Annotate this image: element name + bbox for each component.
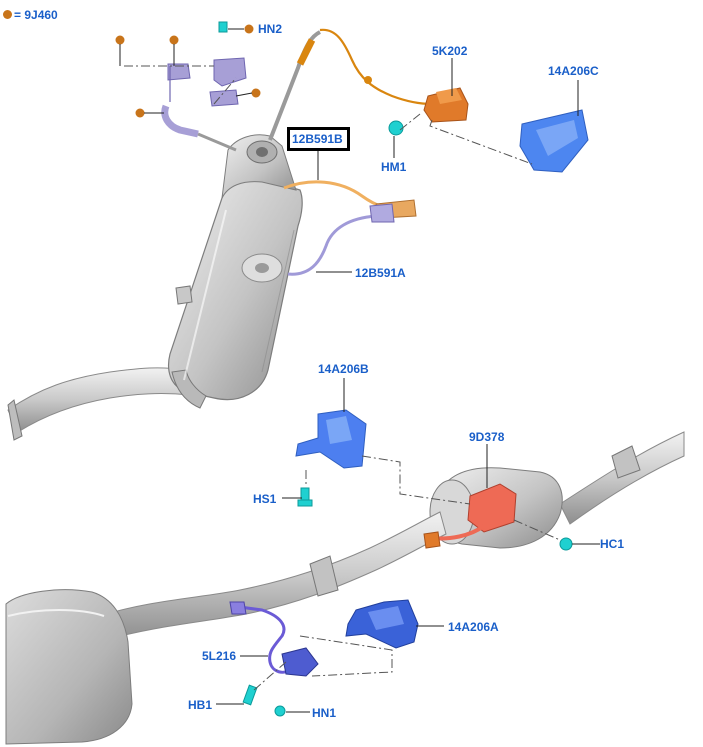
bracket-14a206c[interactable] [519,109,589,173]
bolt-hs1[interactable] [297,487,313,507]
callout-hn1[interactable]: HN1 [312,706,337,720]
callout-hs1[interactable]: HS1 [253,492,277,506]
callout-hc1[interactable]: HC1 [600,537,625,551]
callout-5k202[interactable]: 5K202 [432,44,468,58]
bracket-14a206b[interactable] [295,409,367,469]
nut-hc1[interactable] [559,537,573,551]
harness-12b591a[interactable] [287,203,395,276]
callout-14a206c[interactable]: 14A206C [548,64,599,78]
harness-12b591b[interactable] [283,180,417,219]
callout-12b591b[interactable]: 12B591B [292,132,343,146]
callout-5l216[interactable]: 5L216 [202,649,237,663]
sensor-bracket-assembly[interactable] [161,57,247,152]
oxygen-sensor-upstream[interactable] [268,28,433,141]
nut-hn1[interactable] [274,705,286,717]
callout-hn2[interactable]: HN2 [258,22,283,36]
callout-hm1[interactable]: HM1 [381,160,407,174]
legend-dot-icon [3,10,12,19]
legend-text: = 9J460 [14,8,58,22]
rear-exhaust-pipe[interactable] [5,431,685,745]
connector-5k202[interactable] [423,87,469,123]
callout-14a206b[interactable]: 14A206B [318,362,369,376]
oxygen-sensor-5l216[interactable] [229,601,319,677]
assembly-dashed-lines [124,65,561,691]
leader-lines [119,28,600,713]
highlight-frame [287,127,350,151]
callout-hb1[interactable]: HB1 [188,698,213,712]
callout-12b591a[interactable]: 12B591A [355,266,406,280]
fastener-hn2[interactable] [218,21,228,33]
callout-9d378[interactable]: 9D378 [469,430,505,444]
clip-hm1[interactable] [388,120,404,136]
marker-9j460-dots [115,24,261,118]
bolt-hb1[interactable] [242,684,258,706]
module-9d378[interactable] [423,483,517,549]
bracket-14a206a[interactable] [345,599,419,649]
catalytic-converter[interactable] [7,134,303,441]
callout-14a206a[interactable]: 14A206A [448,620,499,634]
